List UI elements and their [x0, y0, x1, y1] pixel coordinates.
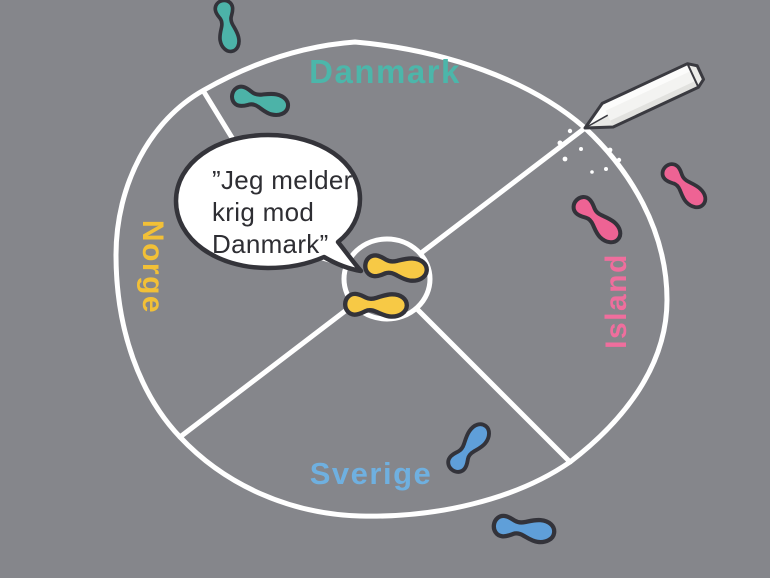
footprint-pink-island-icon: [569, 193, 624, 247]
game-circle-outline: [113, 39, 670, 519]
footprint-teal-top-icon: [211, 0, 243, 55]
footprint-yellow-center-bottom-icon: [345, 293, 407, 317]
sector-label-sverige: Sverige: [309, 456, 433, 491]
footprint-pink-outside-icon: [656, 158, 712, 214]
speech-bubble: [173, 132, 364, 274]
footprint-teal-danmark-icon: [230, 84, 290, 118]
speech-bubble-line: Danmark”: [212, 229, 329, 259]
speech-bubble-line: ”Jeg melder: [212, 165, 353, 195]
chalk-dust: [557, 128, 622, 174]
speech-bubble-text: ”Jeg melder krig mod Danmark”: [212, 164, 353, 260]
footprint-blue-outside-icon: [492, 514, 555, 544]
sector-label-danmark: Danmark: [309, 53, 461, 90]
footprints: [211, 0, 712, 544]
chalk-icon: [583, 62, 706, 130]
sector-label-norge: Norge: [136, 219, 169, 315]
speech-bubble-line: krig mod: [212, 197, 315, 227]
footprint-blue-sverige-icon: [442, 418, 496, 478]
sector-label-island: Island: [600, 253, 633, 349]
